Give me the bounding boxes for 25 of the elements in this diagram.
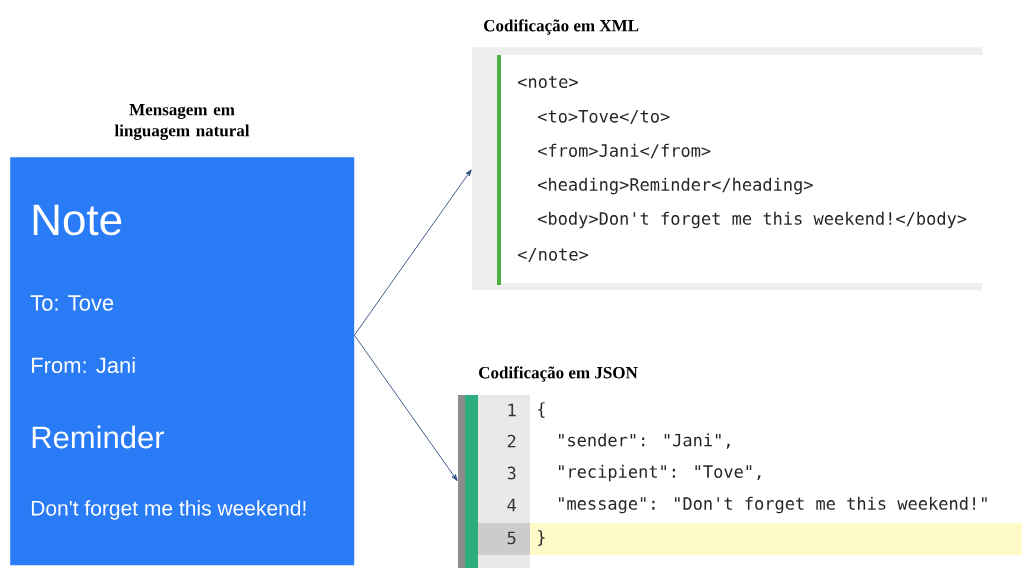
code-line: <heading>Reminder</heading> bbox=[537, 177, 813, 195]
note-line: To: Tove bbox=[30, 295, 114, 311]
heading: Codificação em XML bbox=[484, 19, 639, 35]
heading: Mensagem em linguagem natural bbox=[114, 104, 250, 140]
note-line: From: Jani bbox=[32, 356, 135, 374]
note-title: Note bbox=[33, 204, 122, 236]
code-line: "recipient": "Tove", bbox=[559, 464, 761, 482]
code-line: "message": "Don't forget me this weekend!" bbox=[559, 496, 987, 514]
code-line: <body>Don't forget me this weekend!</body> bbox=[537, 211, 967, 229]
note-title: Reminder bbox=[32, 425, 165, 449]
code-line: { bbox=[538, 402, 545, 418]
line-number: 2 bbox=[507, 434, 516, 448]
code-line: <from>Jani</from> bbox=[537, 143, 711, 159]
arrow bbox=[353, 334, 458, 481]
line-number: 3 bbox=[507, 466, 516, 480]
code-line: <to>Tove</to> bbox=[537, 110, 670, 124]
heading: Codificação em JSON bbox=[479, 366, 638, 382]
code-line: </note> bbox=[517, 248, 589, 262]
note-line: Don't forget me this weekend! bbox=[31, 500, 306, 520]
arrow bbox=[353, 169, 472, 336]
line-number: 1 bbox=[508, 403, 516, 417]
code-line: "sender": "Jani", bbox=[559, 433, 730, 449]
line-number: 5 bbox=[507, 531, 516, 545]
line-number: 4 bbox=[507, 498, 516, 512]
code-line: <note> bbox=[517, 75, 578, 89]
